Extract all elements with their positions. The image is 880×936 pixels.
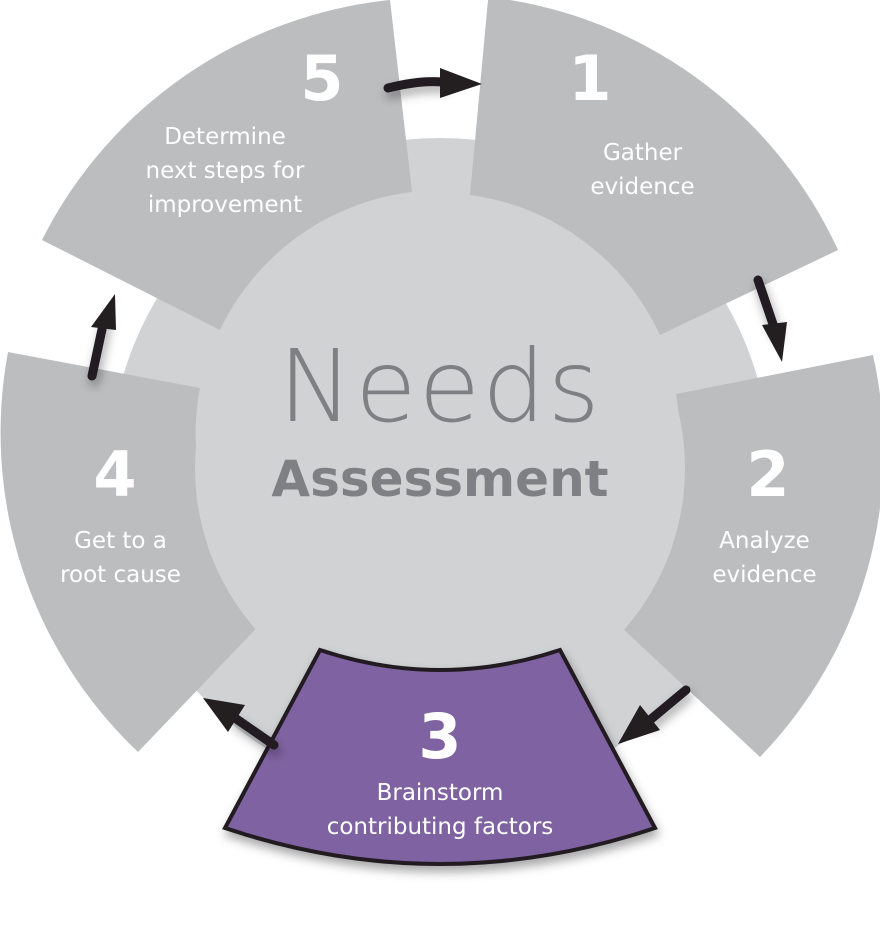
step-3-text: Brainstorm contributing factors [270, 776, 610, 844]
segment-5 [42, 0, 412, 330]
step-5-line2: next steps for [145, 158, 305, 184]
step-3-number: 3 [418, 700, 462, 773]
center-circle [195, 223, 685, 713]
step-4-text: Get to a root cause [38, 524, 203, 592]
step-1-text: Gather evidence [560, 136, 725, 204]
step-5-line1: Determine [164, 124, 286, 150]
step-1: 1 [530, 48, 650, 110]
step-4: 4 [55, 444, 175, 506]
step-3-line1: Brainstorm [376, 780, 504, 806]
step-2-number: 2 [746, 438, 790, 511]
step-5-line3: improvement [147, 192, 303, 218]
step-2-line1: Analyze [719, 528, 810, 554]
title-needs: Needs [278, 328, 602, 445]
title-assessment: Assessment [271, 450, 609, 508]
step-3: 3 [380, 706, 500, 768]
step-1-line2: evidence [590, 174, 695, 200]
arrow-4-to-5 [87, 315, 109, 381]
arrow-1-to-2 [753, 275, 780, 335]
step-4-line1: Get to a [74, 528, 167, 554]
step-4-line2: root cause [60, 562, 181, 588]
segment-3-highlighted [222, 647, 658, 866]
step-2-line2: evidence [712, 562, 817, 588]
step-1-line1: Gather [602, 140, 683, 166]
step-5-text: Determine next steps for improvement [130, 120, 320, 222]
step-5-number: 5 [300, 42, 344, 115]
segment-4 [0, 352, 273, 752]
arrow-5-to-1 [383, 77, 447, 93]
step-2-text: Analyze evidence [682, 524, 847, 592]
step-4-number: 4 [93, 438, 137, 511]
step-3-line2: contributing factors [326, 814, 554, 840]
arrow-2-to-3 [645, 685, 691, 725]
arrow-3-to-4 [230, 713, 279, 750]
segment-1 [470, 0, 838, 335]
step-5: 5 [262, 48, 382, 110]
segment-2 [605, 355, 880, 757]
step-2: 2 [708, 444, 828, 506]
step-1-number: 1 [568, 42, 612, 115]
